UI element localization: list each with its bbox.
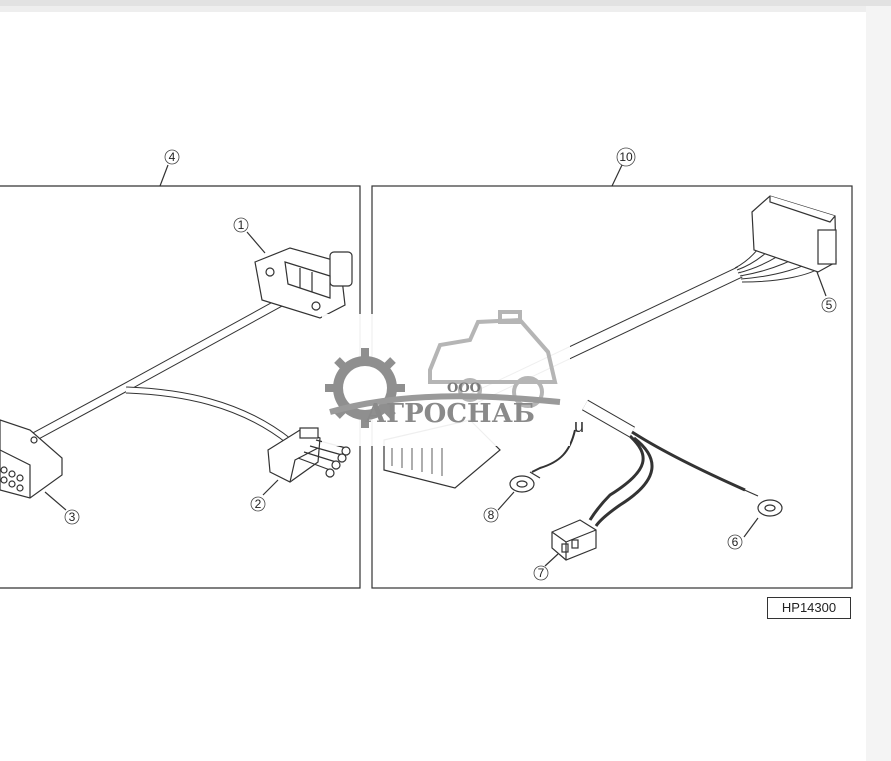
top-bar xyxy=(0,0,891,6)
watermark-suffix: u xyxy=(574,416,584,436)
leader-2 xyxy=(262,479,279,496)
callout-1-label: 1 xyxy=(238,218,245,232)
callout-6-label: 6 xyxy=(732,535,739,549)
left-panel-frame xyxy=(0,185,361,589)
callout-7-label: 7 xyxy=(538,566,545,580)
harvester-icon xyxy=(428,310,558,408)
callout-3-label: 3 xyxy=(69,510,76,524)
leader-4 xyxy=(159,164,169,187)
leader-10 xyxy=(611,164,623,187)
connector-7 xyxy=(551,519,597,561)
callouts: 4 10 1 2 3 5 6 7 8 xyxy=(64,147,837,581)
callout-5-label: 5 xyxy=(826,298,833,312)
callout-7: 7 xyxy=(533,565,549,581)
callout-3: 3 xyxy=(64,509,80,525)
leader-1 xyxy=(246,231,266,254)
wire-7b xyxy=(594,436,654,527)
callout-2: 2 xyxy=(250,496,266,512)
callout-2-label: 2 xyxy=(255,497,262,511)
leader-8 xyxy=(497,491,515,511)
callout-6: 6 xyxy=(727,534,743,550)
left-panel xyxy=(0,164,361,589)
wire-6 xyxy=(631,430,746,492)
callout-8: 8 xyxy=(483,507,499,523)
ring-terminal-6 xyxy=(739,487,783,517)
connector-1 xyxy=(254,247,353,319)
watermark-prefix: ООО xyxy=(447,381,481,396)
leader-6 xyxy=(743,517,759,538)
callout-10-label: 10 xyxy=(619,150,633,164)
leader-3 xyxy=(44,491,67,511)
watermark-brand: АГРОСНАБ xyxy=(365,399,535,429)
leader-5 xyxy=(816,271,827,297)
connector-5 xyxy=(751,195,837,273)
callout-10: 10 xyxy=(616,147,636,167)
callout-4-label: 4 xyxy=(169,150,176,164)
figure-reference: HP14300 xyxy=(767,597,851,619)
scroll-gutter xyxy=(866,6,891,761)
callout-8-label: 8 xyxy=(488,508,495,522)
connector-3 xyxy=(0,419,63,499)
leader-7 xyxy=(544,553,559,567)
wire-7a xyxy=(588,434,645,521)
wire-8 xyxy=(531,429,576,473)
connector-2 xyxy=(267,427,351,483)
branch-cable xyxy=(125,386,293,445)
watermark: ООО АГРОСНАБ u xyxy=(322,310,584,446)
callout-5: 5 xyxy=(821,297,837,313)
callout-4: 4 xyxy=(164,149,180,165)
ring-terminal-8 xyxy=(509,471,541,493)
callout-1: 1 xyxy=(233,217,249,233)
